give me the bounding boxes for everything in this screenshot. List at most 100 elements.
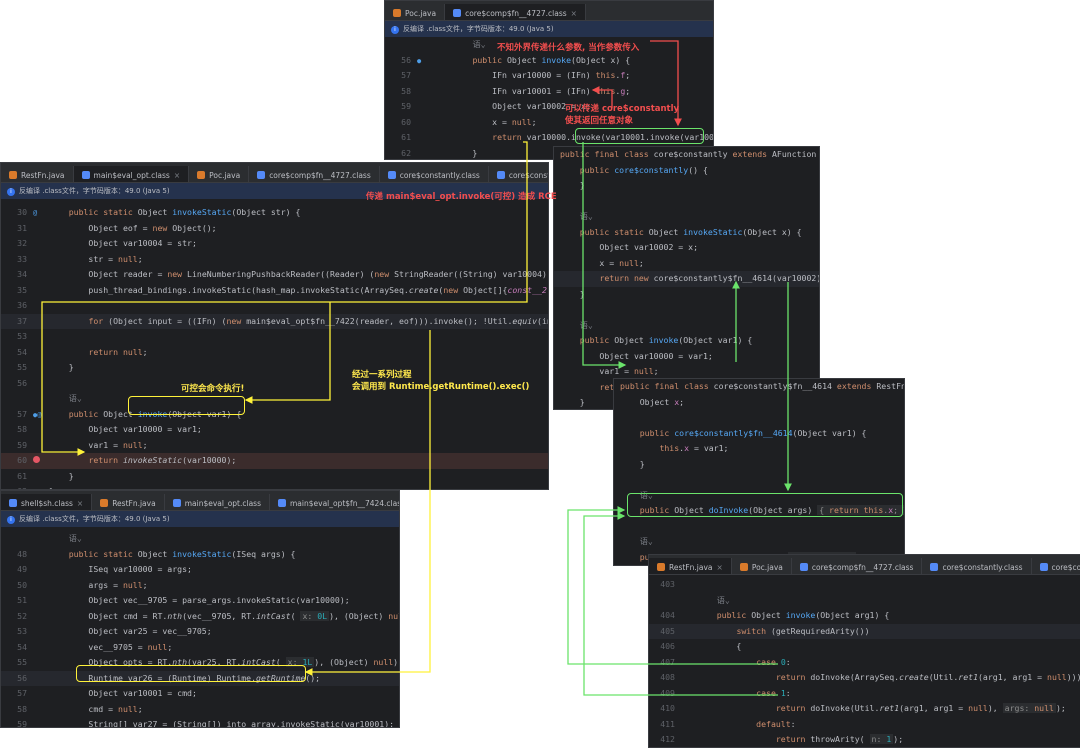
code-line[interactable]: 407 case 0: [649, 655, 1080, 671]
tab-1[interactable]: Poc.java [732, 558, 792, 575]
tab-3[interactable]: main$eval_opt$fn__7424.class [270, 494, 399, 511]
code-line[interactable] [614, 472, 904, 488]
code-line[interactable]: public final class core$constantly$fn__4… [614, 379, 904, 395]
line-number: 49 [1, 562, 33, 578]
close-icon[interactable]: × [77, 499, 83, 508]
code-line[interactable]: } [554, 178, 819, 194]
code-line[interactable]: 406 { [649, 639, 1080, 655]
line-number: 54 [1, 640, 33, 656]
code-line[interactable]: 54 vec__9705 = null; [1, 640, 399, 656]
code-line[interactable]: 59 var1 = null; [1, 438, 548, 454]
code-line[interactable]: 57 IFn var10000 = (IFn) this.f; [385, 68, 713, 84]
tab-0[interactable]: RestFn.java × [649, 558, 732, 575]
code-line[interactable]: 语⌄ [649, 593, 1080, 609]
code-line[interactable]: 403 [649, 577, 1080, 593]
tab-label: RestFn.java [669, 563, 713, 572]
code-line[interactable]: 57 Object var10001 = cmd; [1, 686, 399, 702]
code-line[interactable]: 52 Object cmd = RT.nth(vec__9705, RT.int… [1, 609, 399, 625]
code-line[interactable]: 33 str = null; [1, 252, 548, 268]
line-number: 408 [649, 670, 681, 686]
code-line[interactable]: 405 switch (getRequiredArity()) [649, 624, 1080, 640]
code-line[interactable]: public core$constantly$fn__4614(Object v… [614, 426, 904, 442]
close-icon[interactable]: × [174, 171, 180, 180]
code-line[interactable]: 55 } [1, 360, 548, 376]
code-text: push_thread_bindings.invokeStatic(hash_m… [49, 285, 549, 295]
code-line[interactable]: 语⌄ [614, 534, 904, 550]
code-line[interactable]: 50 args = null; [1, 578, 399, 594]
code-line[interactable]: 57●@ public Object invoke(Object var1) { [1, 407, 548, 423]
code-line[interactable] [554, 302, 819, 318]
tab-0[interactable]: shell$sh.class× [1, 494, 92, 511]
line-number: 56 [385, 53, 417, 69]
tab-2[interactable]: main$eval_opt.class [165, 494, 270, 511]
code-line[interactable]: 51 Object vec__9705 = parse_args.invokeS… [1, 593, 399, 609]
code-text: public Object invoke(Object x) { [433, 55, 630, 65]
tab-2[interactable]: core$comp$fn__4727.class [792, 558, 923, 575]
code-line[interactable]: 36 [1, 298, 548, 314]
code-line[interactable]: 411 default: [649, 717, 1080, 733]
code-area[interactable]: 403 语⌄404 public Object invoke(Object ar… [649, 577, 1080, 748]
code-line[interactable]: 60 return invokeStatic(var10000); [1, 453, 548, 469]
code-line[interactable]: 37 for (Object input = ((IFn) (new main$… [1, 314, 548, 330]
tab-5[interactable]: core$const [489, 166, 548, 183]
tab-1[interactable]: core$comp$fn__4727.class× [445, 4, 586, 21]
code-line[interactable]: 412 return throwArity( n: 1); [649, 732, 1080, 748]
code-line[interactable] [554, 194, 819, 210]
code-line[interactable]: 56● public Object invoke(Object x) { [385, 53, 713, 69]
code-area[interactable]: 语⌄48 public static Object invokeStatic(I… [1, 531, 399, 728]
code-line[interactable]: 53 Object var25 = vec__9705; [1, 624, 399, 640]
close-icon[interactable]: × [571, 9, 577, 18]
code-line[interactable]: 58 Object var10000 = var1; [1, 422, 548, 438]
code-line[interactable]: } [554, 287, 819, 303]
code-line[interactable]: x = null; [554, 256, 819, 272]
code-line[interactable]: 410 return doInvoke(Util.ret1(arg1, arg1… [649, 701, 1080, 717]
tab-0[interactable]: Poc.java [385, 4, 445, 21]
code-line[interactable]: } [614, 457, 904, 473]
code-line[interactable]: 54 return null; [1, 345, 548, 361]
code-line[interactable]: 58 cmd = null; [1, 702, 399, 718]
code-line[interactable]: 32 Object var10004 = str; [1, 236, 548, 252]
code-line[interactable]: 49 ISeq var10000 = args; [1, 562, 399, 578]
tab-3[interactable]: core$comp$fn__4727.class [249, 166, 380, 183]
code-line[interactable]: public Object invoke(Object var1) { [554, 333, 819, 349]
code-line[interactable]: Object var10002 = x; [554, 240, 819, 256]
code-line[interactable]: 408 return doInvoke(ArraySeq.create(Util… [649, 670, 1080, 686]
code-line[interactable] [614, 410, 904, 426]
code-line[interactable]: Object var10000 = var1; [554, 349, 819, 365]
code-line[interactable]: Object x; [614, 395, 904, 411]
code-line[interactable] [614, 519, 904, 535]
code-line[interactable]: 语⌄ [1, 531, 399, 547]
code-line[interactable]: 58 IFn var10001 = (IFn) this.g; [385, 84, 713, 100]
code-line[interactable]: 30@ public static Object invokeStatic(Ob… [1, 205, 548, 221]
line-number: 407 [649, 655, 681, 671]
code-area[interactable]: 30@ public static Object invokeStatic(Ob… [1, 205, 548, 490]
code-area[interactable]: public final class core$constantly exten… [554, 147, 819, 410]
code-line[interactable]: public final class core$constantly exten… [554, 147, 819, 163]
breakpoint-icon[interactable] [33, 456, 40, 463]
code-line[interactable]: 31 Object eof = new Object(); [1, 221, 548, 237]
code-line[interactable]: 409 case 1: [649, 686, 1080, 702]
code-line[interactable]: return new core$constantly$fn__4614(var1… [554, 271, 819, 287]
tab-4[interactable]: core$const [1032, 558, 1080, 575]
code-line[interactable]: 语⌄ [1, 391, 548, 407]
tab-3[interactable]: core$constantly.class [922, 558, 1031, 575]
tab-1[interactable]: RestFn.java [92, 494, 165, 511]
tab-1[interactable]: main$eval_opt.class× [74, 166, 190, 183]
tab-0[interactable]: RestFn.java [1, 166, 74, 183]
tab-4[interactable]: core$constantly.class [380, 166, 489, 183]
code-line[interactable]: 61 } [1, 469, 548, 485]
code-line[interactable]: 53 [1, 329, 548, 345]
code-line[interactable]: 404 public Object invoke(Object arg1) { [649, 608, 1080, 624]
code-line[interactable]: 34 Object reader = new LineNumberingPush… [1, 267, 548, 283]
code-line[interactable]: 语⌄ [554, 318, 819, 334]
code-line[interactable]: 语⌄ [554, 209, 819, 225]
code-line[interactable]: this.x = var1; [614, 441, 904, 457]
code-line[interactable]: public static Object invokeStatic(Object… [554, 225, 819, 241]
code-line[interactable]: 48 public static Object invokeStatic(ISe… [1, 547, 399, 563]
code-line[interactable]: 59 String[] var27 = (String[]) into_arra… [1, 717, 399, 728]
close-icon[interactable]: × [717, 563, 723, 572]
tab-2[interactable]: Poc.java [189, 166, 249, 183]
code-area[interactable]: public final class core$constantly$fn__4… [614, 379, 904, 566]
code-line[interactable]: 35 push_thread_bindings.invokeStatic(has… [1, 283, 548, 299]
code-line[interactable]: public core$constantly() { [554, 163, 819, 179]
